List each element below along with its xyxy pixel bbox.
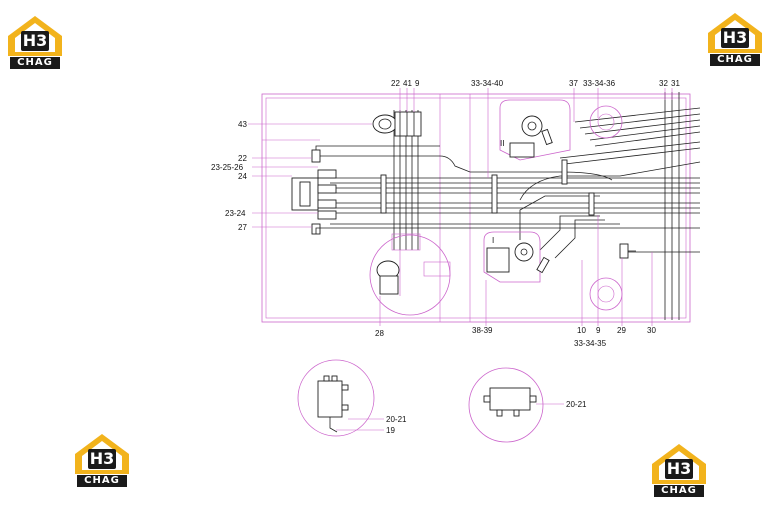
label-detail2-20-21: 20-21 xyxy=(566,400,587,409)
label-41: 41 xyxy=(403,79,412,88)
label-30: 30 xyxy=(647,326,656,335)
label-38-39: 38-39 xyxy=(472,326,493,335)
valve-block-24 xyxy=(291,145,700,235)
label-10: 10 xyxy=(577,326,586,335)
brand-mark: H3 xyxy=(21,31,49,51)
brand-logo-bottom-left: H3 CHAG xyxy=(73,432,131,490)
fitting-29 xyxy=(619,243,636,259)
label-9-bottom: 9 xyxy=(596,326,601,335)
label-23-24: 23-24 xyxy=(225,209,246,218)
label-roman-1: I xyxy=(492,236,494,245)
pipe-clamps xyxy=(380,159,595,216)
label-37: 37 xyxy=(569,79,578,88)
label-22-top: 22 xyxy=(391,79,400,88)
brand-name: CHAG xyxy=(77,475,127,487)
label-29: 29 xyxy=(617,326,626,335)
brand-name: CHAG xyxy=(654,485,704,497)
unit-II xyxy=(499,99,571,161)
label-detail1-19: 19 xyxy=(386,426,395,435)
brand-logo-top-right: H3 CHAG xyxy=(706,11,764,69)
brand-logo-top-left: H3 CHAG xyxy=(6,14,64,72)
label-24: 24 xyxy=(238,172,247,181)
brand-name: CHAG xyxy=(10,57,60,69)
brand-mark: H3 xyxy=(721,28,749,48)
brand-mark: H3 xyxy=(665,459,693,479)
callout-labels: 22 41 9 33-34-40 37 33-34-36 32 31 43 22… xyxy=(211,79,680,435)
label-9-top: 9 xyxy=(415,79,420,88)
brake-unit-28 xyxy=(376,233,451,296)
brand-logo-bottom-right: H3 CHAG xyxy=(650,442,708,500)
brand-mark: H3 xyxy=(88,449,116,469)
label-33-34-35: 33-34-35 xyxy=(574,339,607,348)
label-22-left: 22 xyxy=(238,154,247,163)
leader-lines xyxy=(248,88,673,326)
label-33-34-36: 33-34-36 xyxy=(583,79,616,88)
label-31: 31 xyxy=(671,79,680,88)
label-27: 27 xyxy=(238,223,247,232)
label-32: 32 xyxy=(659,79,668,88)
label-detail1-20-21: 20-21 xyxy=(386,415,407,424)
label-43: 43 xyxy=(238,120,247,129)
detail-circle-1 xyxy=(297,359,384,437)
label-23-25-26: 23-25-26 xyxy=(211,163,244,172)
label-33-34-40: 33-34-40 xyxy=(471,79,504,88)
brand-name: CHAG xyxy=(710,54,760,66)
unit-I xyxy=(483,231,550,283)
detail-circle-2 xyxy=(468,367,564,443)
label-roman-2: II xyxy=(500,139,504,148)
steering-valve-43 xyxy=(372,111,422,137)
pipe-bundle xyxy=(320,92,701,320)
label-28: 28 xyxy=(375,329,384,338)
